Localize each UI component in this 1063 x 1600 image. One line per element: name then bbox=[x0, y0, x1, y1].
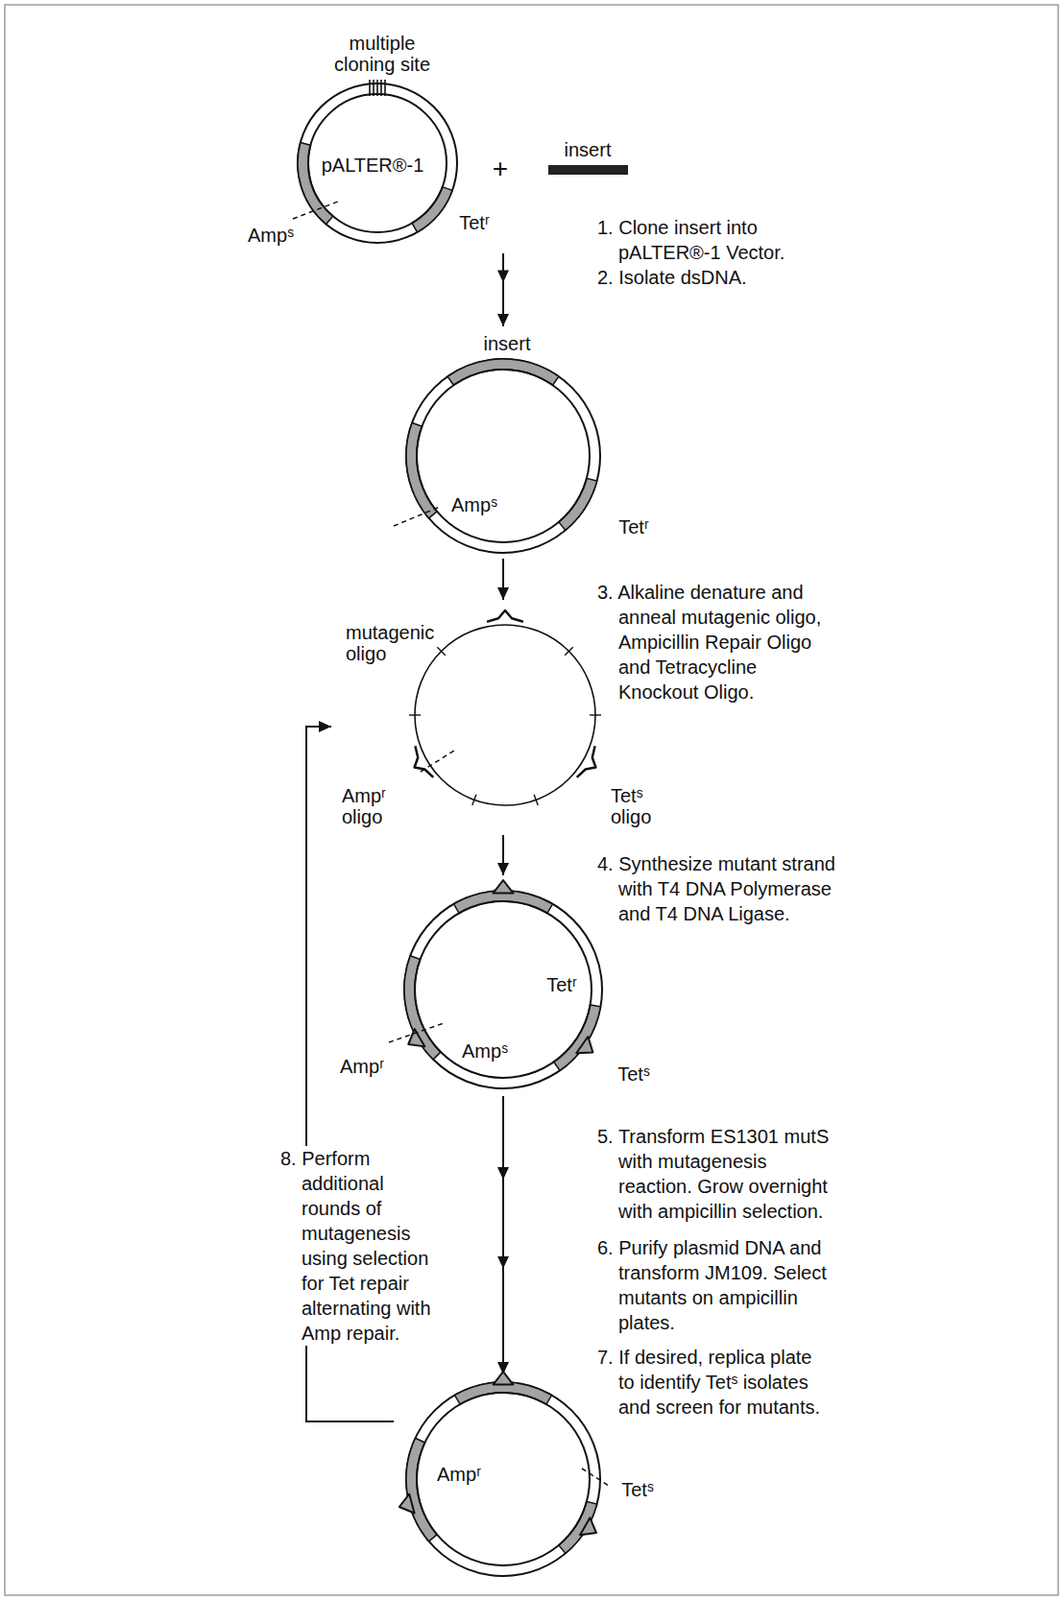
cloning-site-hatch bbox=[368, 79, 371, 97]
mutation-site-line bbox=[393, 507, 440, 527]
plasmid-vector: multiple cloning site pALTER®-1Ampˢ Tetʳ bbox=[240, 26, 519, 254]
oligo-label: Tetˢ oligo bbox=[610, 785, 671, 828]
frame-border bbox=[4, 4, 1059, 1596]
marker-label: Tetʳ bbox=[459, 212, 489, 234]
marker-label: Ampʳ bbox=[339, 1056, 385, 1078]
step-text: 6. Purify plasmid DNA and transform JM10… bbox=[597, 1235, 843, 1336]
mutation-kink bbox=[399, 1494, 415, 1514]
site-label: multiple cloning site bbox=[322, 32, 443, 75]
ring-inner bbox=[416, 369, 590, 543]
shape-group bbox=[292, 79, 458, 243]
mutation-site-line bbox=[292, 201, 339, 219]
mutation-site-line bbox=[581, 1469, 609, 1487]
annealed-oligo bbox=[414, 746, 435, 778]
annealed-oligo bbox=[577, 746, 597, 778]
plasmid-name: pALTER®-1 bbox=[321, 154, 425, 176]
mutation-site-line bbox=[420, 750, 455, 773]
marker-label: Tetˢ bbox=[621, 1479, 653, 1501]
process-arrow bbox=[502, 1096, 505, 1376]
marker-label: Tetʳ bbox=[618, 516, 649, 538]
cloning-site-hatch bbox=[380, 79, 383, 97]
shape-group bbox=[548, 165, 629, 175]
marker-label: Ampˢ bbox=[247, 224, 294, 246]
recombinant-plasmid: insertAmpˢTetʳ bbox=[388, 326, 677, 559]
mutation-kink bbox=[408, 1029, 425, 1047]
insert-label: insert bbox=[564, 139, 612, 161]
marker-label: Ampˢ bbox=[451, 494, 498, 516]
step-text: 4. Synthesize mutant strand with T4 DNA … bbox=[597, 851, 857, 927]
strand-tick bbox=[564, 647, 573, 655]
shape-group bbox=[399, 1372, 609, 1577]
insert-bar: insert bbox=[537, 134, 638, 181]
mutation-kink bbox=[493, 1372, 514, 1386]
gene-segment bbox=[411, 187, 453, 233]
process-arrow bbox=[502, 253, 505, 327]
step-text: 5. Transform ES1301 mutS with mutagenesi… bbox=[597, 1124, 838, 1225]
strand-tick bbox=[533, 795, 538, 806]
mutation-site-line bbox=[388, 1023, 444, 1043]
single-strand bbox=[414, 625, 596, 806]
oligo-label: mutagenic oligo bbox=[345, 622, 442, 665]
cloning-site-hatch bbox=[376, 79, 379, 97]
ring-inner bbox=[308, 94, 447, 233]
mutation-kink bbox=[492, 880, 513, 894]
step-text: 1. Clone insert into pALTER®-1 Vector. bbox=[597, 215, 828, 266]
gene-segment bbox=[447, 359, 559, 386]
ring-outer bbox=[297, 83, 458, 243]
strand-tick bbox=[436, 647, 445, 655]
gene-segment bbox=[558, 1501, 598, 1554]
strand-tick bbox=[589, 714, 602, 716]
step-text: 7. If desired, replica plate to identify… bbox=[597, 1345, 833, 1421]
ring-outer bbox=[406, 359, 601, 554]
marker-label: Ampˢ bbox=[461, 1040, 508, 1063]
ring-inner bbox=[414, 901, 592, 1079]
gene-segment bbox=[558, 478, 598, 531]
strand-tick bbox=[472, 795, 477, 806]
oligo-label: Ampʳ oligo bbox=[341, 785, 402, 828]
marker-label: Ampʳ bbox=[436, 1464, 482, 1486]
shape-group bbox=[393, 359, 601, 554]
marker-label: Tetʳ bbox=[546, 974, 577, 996]
cloning-site-hatch bbox=[384, 79, 387, 97]
ring-inner bbox=[416, 1393, 590, 1567]
step-text: 2. Isolate dsDNA. bbox=[597, 265, 828, 290]
gene-segment bbox=[404, 956, 441, 1061]
shape-group bbox=[388, 880, 603, 1089]
mutation-kink bbox=[579, 1518, 597, 1536]
cloning-site-hatch bbox=[372, 79, 375, 97]
insert-bar-shape bbox=[548, 165, 629, 175]
ring-outer bbox=[406, 1382, 601, 1577]
marker-label: Tetˢ bbox=[617, 1063, 650, 1086]
process-arrow bbox=[502, 835, 505, 876]
step-text: 3. Alkaline denature and anneal mutageni… bbox=[597, 579, 838, 705]
mutation-kink bbox=[576, 1037, 593, 1054]
plus-sign: + bbox=[492, 155, 508, 183]
process-arrow bbox=[502, 558, 505, 601]
strand-tick bbox=[409, 714, 421, 716]
shape-group bbox=[409, 610, 602, 806]
annealed-oligo bbox=[486, 610, 524, 623]
ring-outer bbox=[404, 891, 603, 1089]
insert-label: insert bbox=[483, 333, 532, 355]
step-text: 8. Perform additional rounds of mutagene… bbox=[280, 1146, 436, 1347]
